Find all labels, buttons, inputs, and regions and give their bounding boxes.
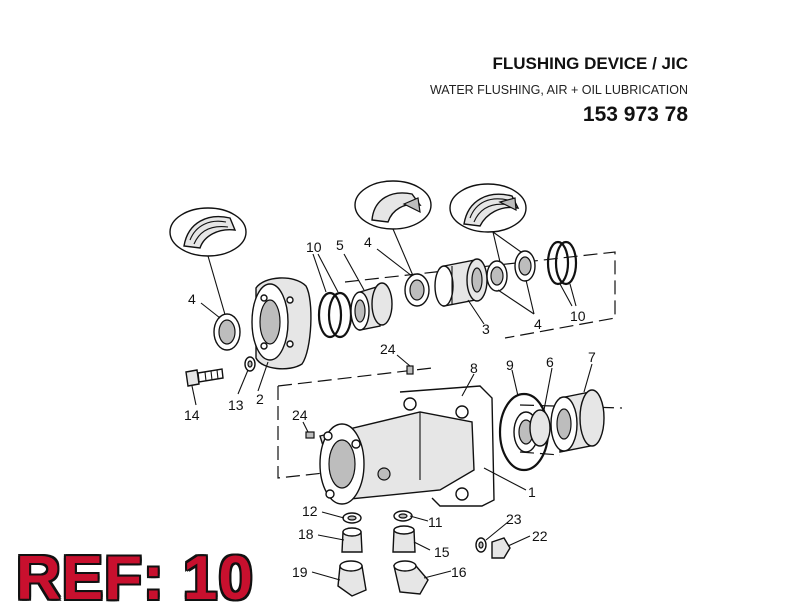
adapter-15	[392, 525, 416, 553]
cap-7	[550, 389, 605, 453]
seal-detail-center	[354, 180, 432, 279]
seal-4-left	[213, 313, 241, 351]
upper-assembly-outline	[344, 251, 616, 339]
callout-5: 5	[336, 237, 344, 253]
callout-14: 14	[184, 407, 200, 423]
callout-18: 18	[298, 526, 314, 542]
washer-13	[244, 356, 256, 372]
elbow-16	[393, 560, 429, 595]
callout-13: 13	[228, 397, 244, 413]
callout-24-upper: 24	[380, 341, 396, 357]
callout-4-right: 4	[534, 316, 542, 332]
seal-12	[342, 512, 362, 524]
seals-4-right	[486, 250, 536, 292]
callout-22: 22	[532, 528, 548, 544]
part-number: 153 973 78	[582, 103, 688, 126]
callout-19: 19	[292, 564, 308, 580]
seal-detail-left	[169, 207, 247, 319]
leader-lines	[191, 248, 593, 581]
o-rings-10-left	[317, 291, 353, 339]
seal-detail-right	[449, 183, 529, 263]
callout-4-center: 4	[364, 234, 372, 250]
callout-10-left: 10	[306, 239, 322, 255]
adapter-18	[341, 527, 363, 553]
callout-15: 15	[434, 544, 450, 560]
o-rings-10-right	[546, 240, 578, 286]
callout-2: 2	[256, 391, 264, 407]
washer-23	[475, 537, 487, 553]
callout-9: 9	[506, 357, 514, 373]
plug-24-upper	[406, 365, 414, 375]
bushing-5	[350, 282, 393, 331]
callout-4-left: 4	[188, 291, 196, 307]
housing-1	[319, 411, 475, 505]
callout-23: 23	[506, 511, 522, 527]
callout-10-right: 10	[570, 308, 586, 324]
seal-4-center	[404, 273, 430, 307]
callout-1: 1	[528, 484, 536, 500]
bolt-14	[185, 368, 224, 387]
bearing-6	[513, 409, 551, 453]
diagram-title: FLUSHING DEVICE / JIC	[492, 54, 688, 73]
callout-11: 11	[428, 514, 443, 530]
reference-label: REF: 10	[16, 544, 254, 613]
sleeve-3	[434, 258, 488, 307]
callout-7: 7	[588, 349, 596, 365]
flange-2	[251, 277, 312, 370]
lower-assembly-outline	[277, 367, 623, 479]
callout-3: 3	[482, 321, 490, 337]
callout-12: 12	[302, 503, 318, 519]
elbow-19	[337, 560, 367, 597]
callout-8: 8	[470, 360, 478, 376]
callout-6: 6	[546, 354, 554, 370]
callout-24-left: 24	[292, 407, 308, 423]
plug-24-left	[305, 431, 315, 439]
plug-22	[491, 537, 511, 559]
callout-16: 16	[451, 564, 467, 580]
diagram-subtitle: WATER FLUSHING, AIR + OIL LUBRICATION	[429, 83, 688, 97]
seal-11	[393, 510, 413, 522]
